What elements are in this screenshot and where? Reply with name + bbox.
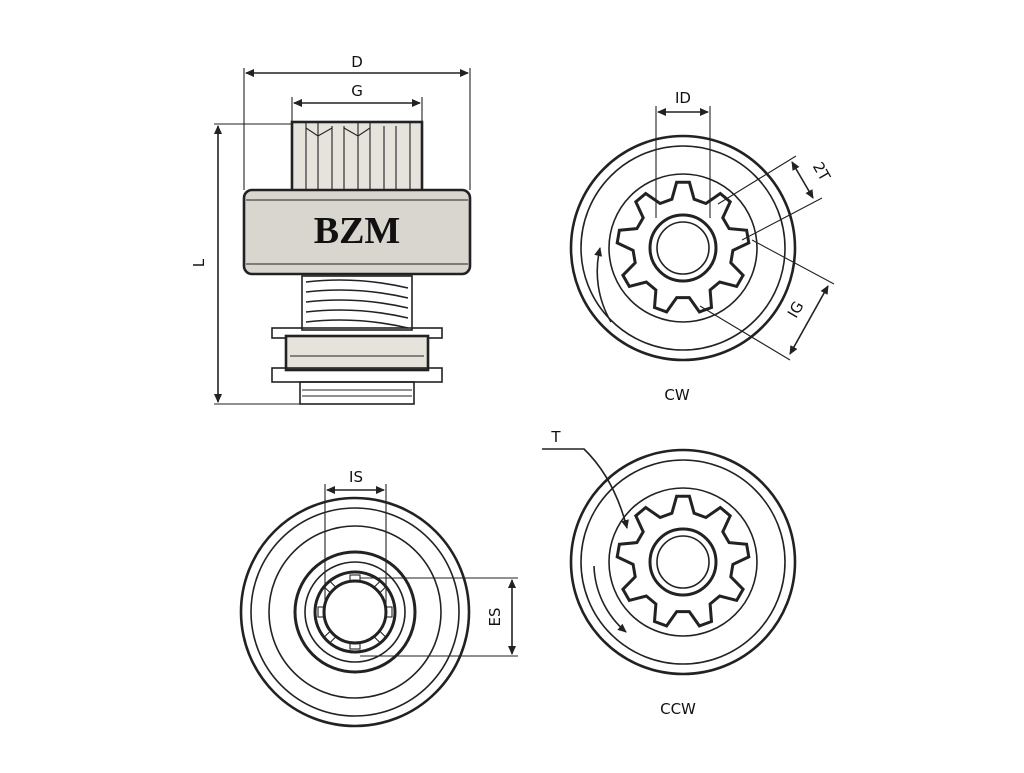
dimension-label-2t: 2T (809, 159, 834, 185)
dimension-label-ig: IG (784, 298, 808, 321)
clutch-body: BZM (242, 188, 472, 276)
collar (271, 327, 443, 405)
cw-pinion-gear (615, 180, 751, 314)
cw-label: CW (664, 386, 689, 404)
brand-logo: BZM (314, 210, 401, 252)
spring (301, 275, 413, 331)
ccw-view: T CCW (542, 428, 797, 718)
dimension-label-g: G (351, 82, 363, 100)
dimension-label-is: IS (349, 468, 363, 486)
dimension-label-es: ES (486, 608, 504, 627)
dimension-label-d: D (351, 53, 363, 71)
pinion-gear (290, 120, 424, 194)
ccw-pinion-gear (615, 494, 751, 628)
cw-view: ID 2T IG CW (569, 89, 835, 404)
ccw-label: CCW (660, 700, 696, 718)
dimension-label-id: ID (675, 89, 691, 107)
dimension-label-l: L (190, 258, 208, 267)
rear-view: IS ES (239, 468, 518, 728)
dimension-label-t: T (550, 428, 561, 446)
side-view: BZM D G L (190, 53, 472, 405)
